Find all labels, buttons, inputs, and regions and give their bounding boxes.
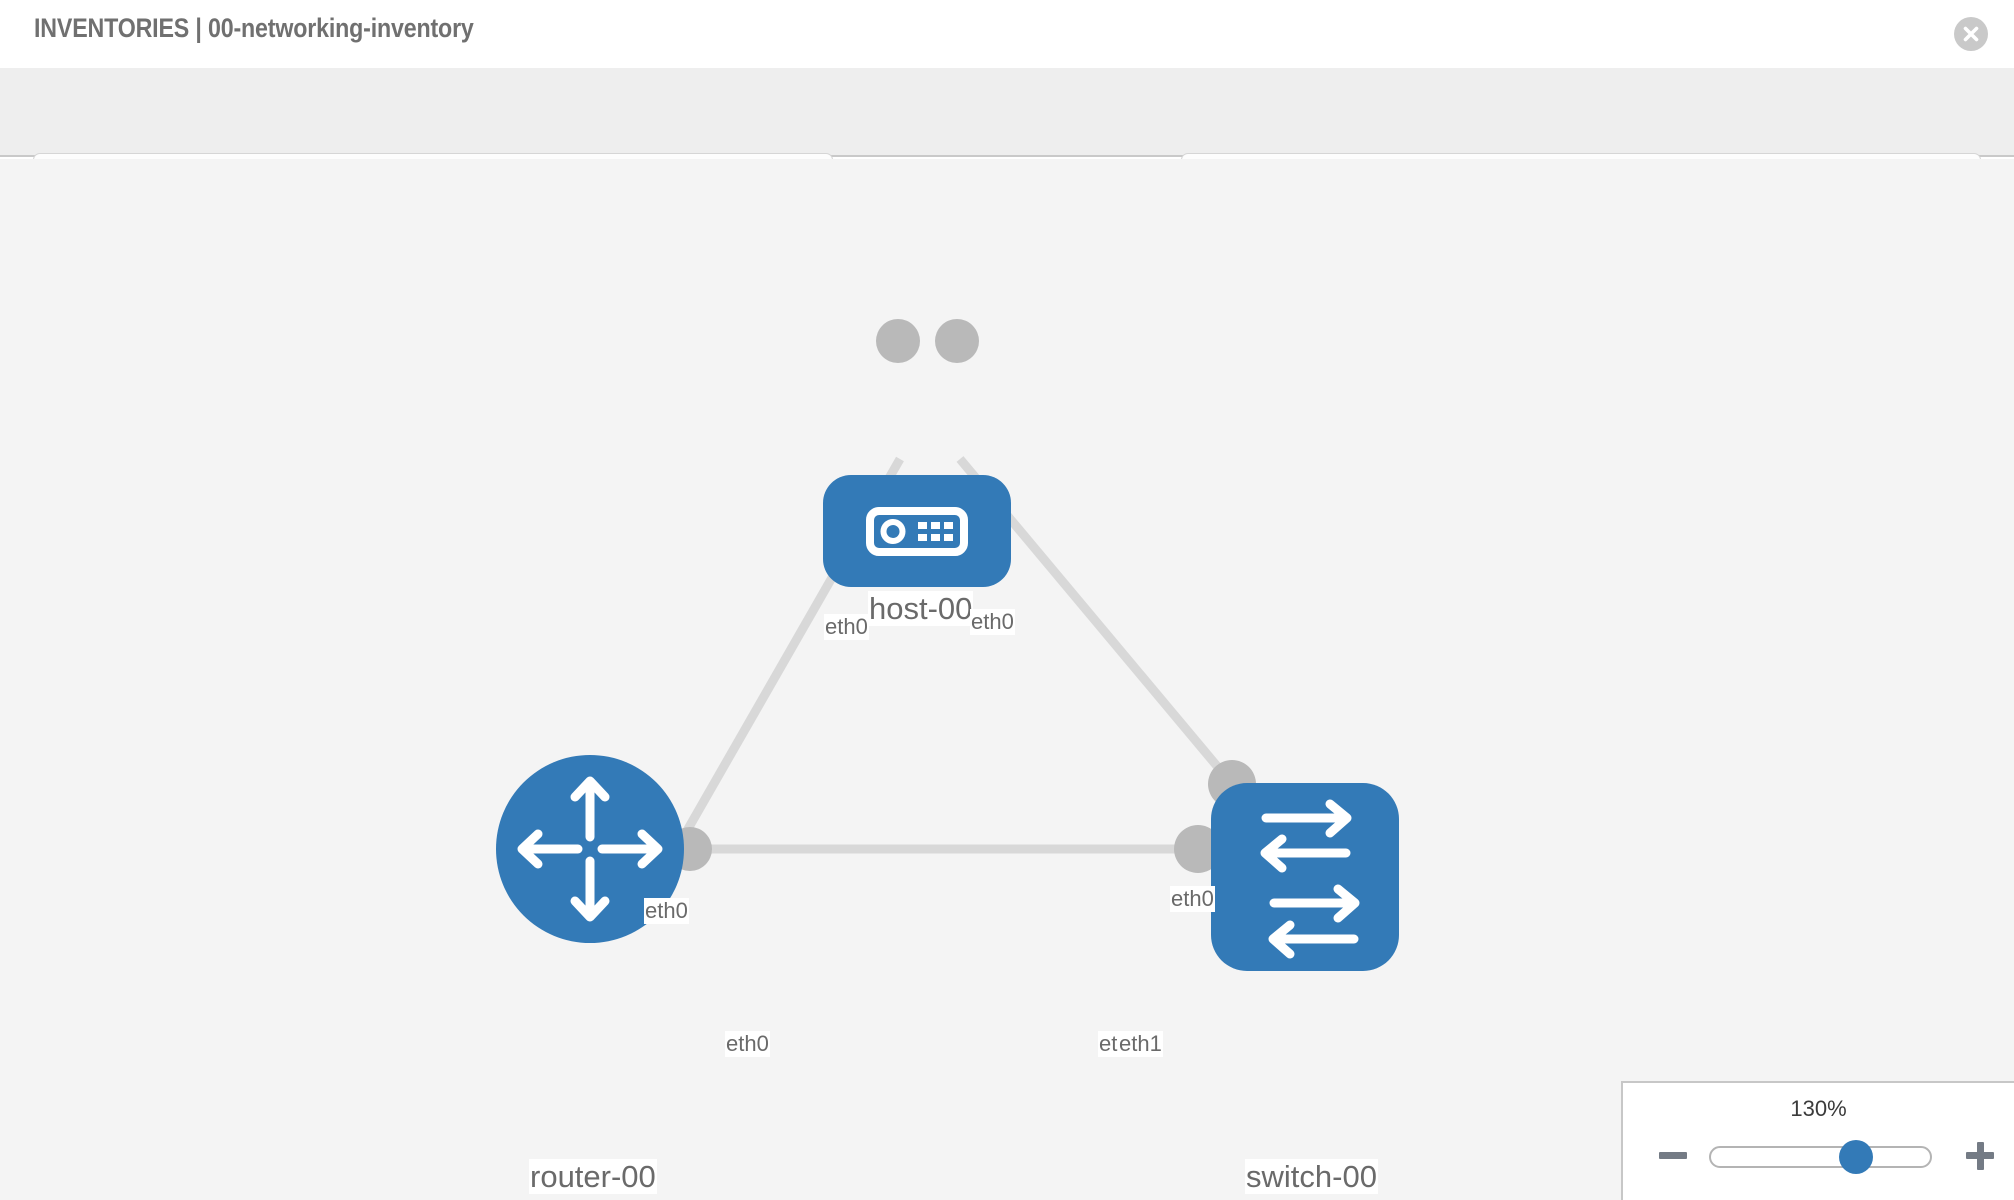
zoom-slider-thumb[interactable] xyxy=(1838,1140,1873,1174)
topology-canvas[interactable]: host-00 eth0 eth0 eth0 eth0 router-00 et… xyxy=(0,159,2014,1200)
node-router-00[interactable] xyxy=(496,755,684,943)
iface-label-host-right: eth0 xyxy=(970,609,1015,635)
zoom-slider-track[interactable] xyxy=(1709,1140,1932,1174)
iface-label-host-left: eth0 xyxy=(824,614,869,640)
node-host-00[interactable] xyxy=(823,475,1011,587)
zoom-control-panel: 130% xyxy=(1621,1081,2014,1200)
zoom-out-button[interactable] xyxy=(1653,1135,1693,1175)
page-header: INVENTORIES | 00-networking-inventory xyxy=(0,0,2014,68)
close-circle-icon[interactable] xyxy=(1954,17,1988,51)
iface-label-switch-up: eth0 xyxy=(1170,886,1215,912)
nub-host-right[interactable] xyxy=(935,319,979,363)
zoom-in-button[interactable] xyxy=(1960,1135,2000,1175)
page-title: INVENTORIES | 00-networking-inventory xyxy=(34,13,474,43)
topology-graph xyxy=(496,319,1399,971)
toolbar: ACTIONS SEARCH xyxy=(0,68,2014,209)
switch-arrows-icon xyxy=(1260,799,1360,959)
node-label-host-00: host-00 xyxy=(868,591,974,626)
router-arrows-icon xyxy=(517,776,663,922)
zoom-slider-row xyxy=(1623,1135,2014,1179)
zoom-percent-label: 130% xyxy=(1790,1096,1847,1121)
node-label-router-00: router-00 xyxy=(529,1159,657,1194)
node-switch-00[interactable] xyxy=(1211,783,1399,971)
iface-label-switch-left: eth1 xyxy=(1118,1031,1163,1057)
node-label-switch-00: switch-00 xyxy=(1245,1159,1378,1194)
server-appliance-icon xyxy=(866,507,968,556)
iface-label-router-up: eth0 xyxy=(644,898,689,924)
iface-label-router-right: eth0 xyxy=(725,1031,770,1057)
nub-host-left[interactable] xyxy=(876,319,920,363)
nub-switch-left[interactable] xyxy=(1174,825,1222,873)
